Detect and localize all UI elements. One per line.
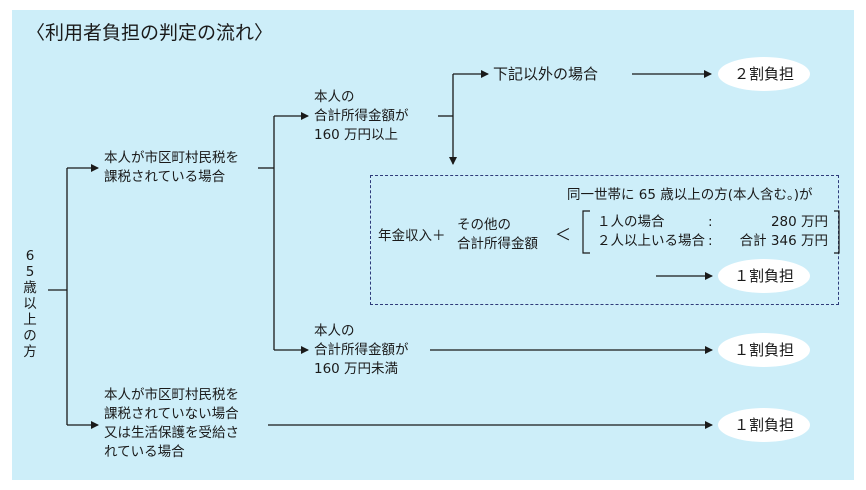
result-one-percent-nontaxed: １割負担 <box>718 408 810 442</box>
taxed-line-1: 本人が市区町村民税を <box>104 150 239 166</box>
nontaxed-line-2: 課税されていない場合 <box>104 406 239 422</box>
page-title: 〈利用者負担の判定の流れ〉 <box>26 22 274 44</box>
nontaxed-line-1: 本人が市区町村民税を <box>104 387 239 403</box>
case-1-label: １人の場合 <box>597 214 665 230</box>
taxed-label: 本人が市区町村民税を 課税されている場合 <box>104 149 239 187</box>
low-income-line-1: 本人の <box>314 323 355 339</box>
left-bracket <box>582 210 590 254</box>
low-income-line-2: 合計所得金額が <box>314 342 409 358</box>
root-label: 65歳以上の方 <box>23 248 37 360</box>
case-2-colon: : <box>708 233 713 249</box>
result-one-percent-low-income: １割負担 <box>718 333 810 367</box>
condition-heading: 同一世帯に 65 歳以上の方(本人含む。)が <box>567 187 813 203</box>
condition-lhs: 年金収入＋ <box>378 228 446 244</box>
condition-other-income: その他の 合計所得金額 <box>457 216 538 254</box>
high-income-label: 本人の 合計所得金額が 160 万円以上 <box>314 88 409 145</box>
low-income-label: 本人の 合計所得金額が 160 万円未満 <box>314 322 409 379</box>
case-1-value: 280 万円 <box>770 214 828 230</box>
case-2-label: ２人以上いる場合 <box>597 233 705 249</box>
diagram-panel <box>12 10 854 480</box>
case-2-value: 合計 346 万円 <box>739 233 828 249</box>
result-one-percent-condition: １割負担 <box>718 259 810 293</box>
less-than-sign: ＜ <box>555 225 572 244</box>
high-income-line-3: 160 万円以上 <box>314 127 399 143</box>
condition-other-line-1: その他の <box>457 217 511 233</box>
high-income-line-1: 本人の <box>314 89 355 105</box>
right-bracket <box>834 210 840 254</box>
nontaxed-line-3: 又は生活保護を受給さ <box>104 425 239 441</box>
nontaxed-label: 本人が市区町村民税を 課税されていない場合 又は生活保護を受給さ れている場合 <box>104 386 239 462</box>
high-income-line-2: 合計所得金額が <box>314 108 409 124</box>
taxed-line-2: 課税されている場合 <box>104 169 226 185</box>
condition-other-line-2: 合計所得金額 <box>457 236 538 252</box>
low-income-line-3: 160 万円未満 <box>314 361 399 377</box>
case-1-colon: : <box>708 214 713 230</box>
nontaxed-line-4: れている場合 <box>104 444 185 460</box>
other-case-label: 下記以外の場合 <box>493 65 599 83</box>
result-two-percent: ２割負担 <box>718 57 810 91</box>
